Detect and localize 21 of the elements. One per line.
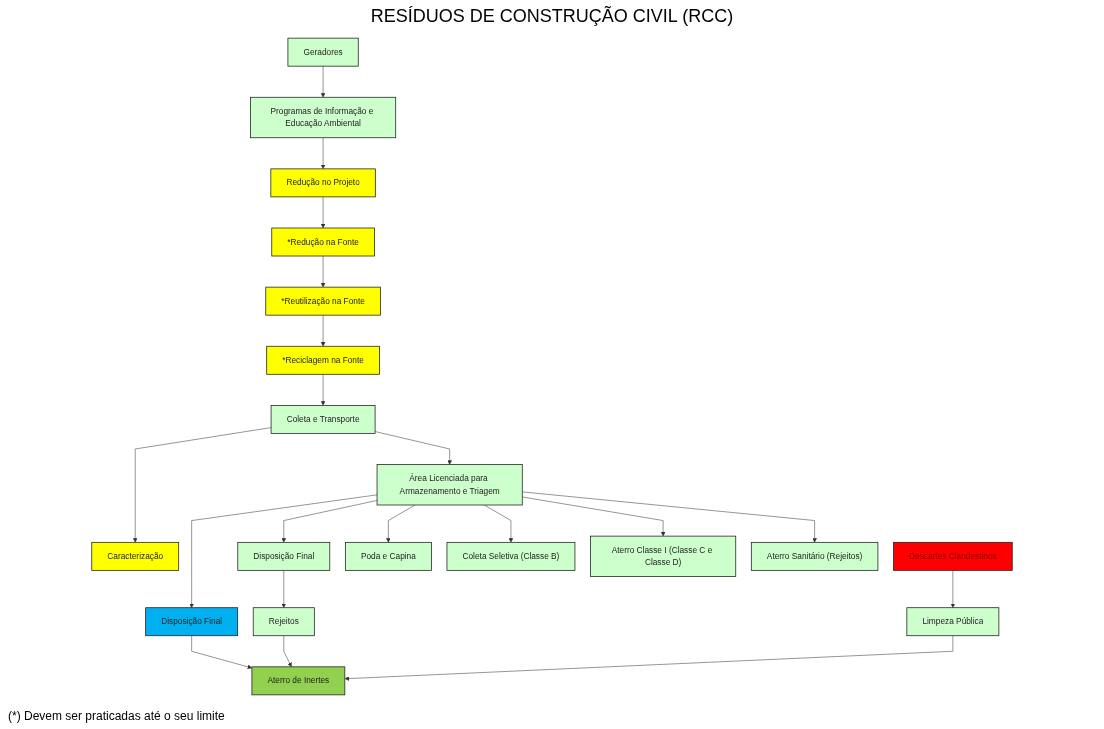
node-box: Aterro de Inertes [251, 666, 346, 696]
node-box: Descartes Clandestinos [893, 541, 1013, 571]
node-box: Redução no Projeto [270, 168, 376, 198]
node-box: *Redução na Fonte [271, 227, 375, 257]
node-box: *Reciclagem na Fonte [266, 345, 380, 375]
node-box: Coleta e Transporte [270, 405, 376, 434]
node-box: Poda e Capina [344, 541, 432, 571]
node-box: Programas de Informação e Educação Ambiental [250, 96, 397, 139]
footnote: (*) Devem ser praticadas até o seu limite [8, 709, 225, 723]
node-box: Área Licenciada para Armazenamento e Triagem [376, 464, 523, 506]
node-box: Aterro Sanitário (Rejeitos) [750, 541, 879, 571]
node-box: Rejeitos [252, 607, 315, 637]
node-box: Disposição Final [145, 607, 239, 637]
node-box: Caracterização [91, 541, 180, 571]
node-box: Limpeza Pública [906, 607, 1000, 637]
node-box: Coleta Seletiva (Classe B) [446, 541, 576, 571]
node-box: Disposição Final [237, 541, 331, 571]
node-box: Aterro Classe I (Classe C e Classe D) [590, 535, 737, 577]
node-box: Geradores [287, 37, 359, 67]
node-box: *Reutilização na Fonte [265, 286, 381, 316]
diagram-title: RESÍDUOS DE CONSTRUÇÃO CIVIL (RCC) [369, 6, 735, 27]
